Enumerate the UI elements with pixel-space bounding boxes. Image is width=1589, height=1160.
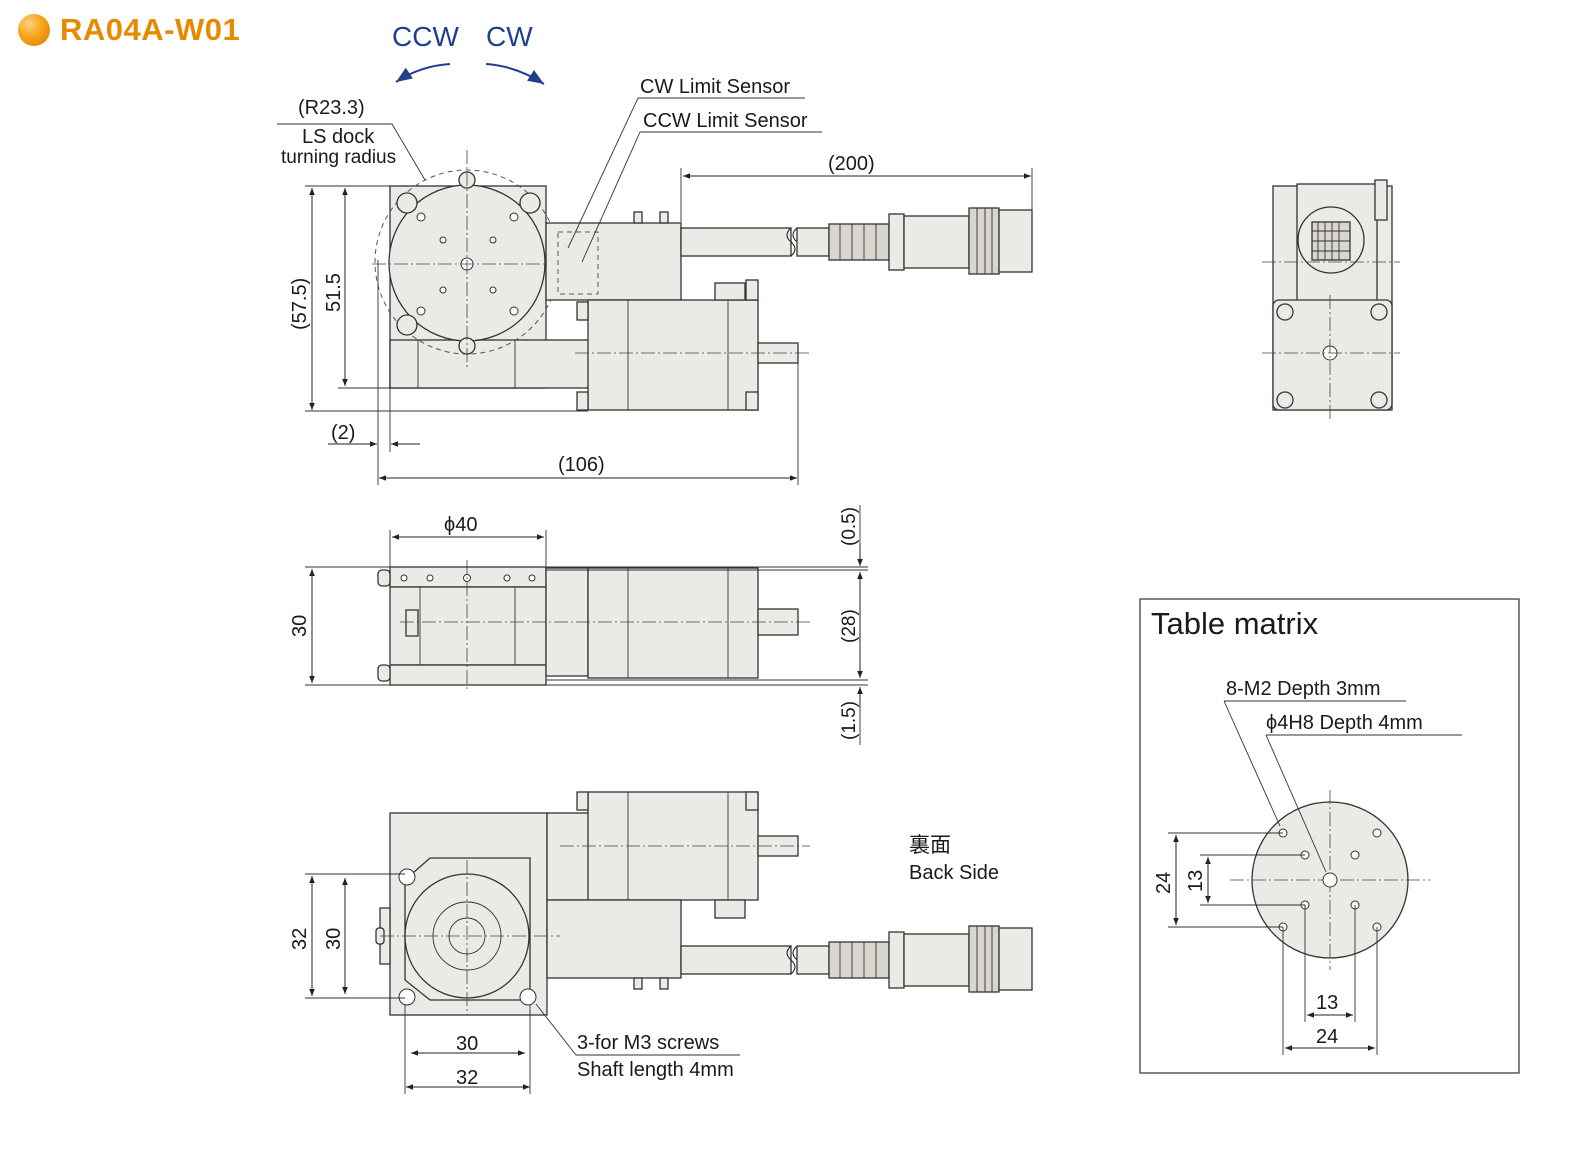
radius-label: (R23.3) bbox=[298, 97, 365, 119]
shaft-length-note: Shaft length 4mm bbox=[577, 1059, 734, 1081]
dim-bottom-v-outer: 32 bbox=[289, 928, 311, 950]
pin-note: ϕ4H8 Depth 4mm bbox=[1266, 712, 1423, 734]
title-block: RA04A-W01 bbox=[18, 12, 240, 48]
limit-sensor-area bbox=[557, 231, 599, 295]
rotation-indicator: CCW CW bbox=[392, 21, 545, 85]
dim-height-outer: (57.5) bbox=[289, 278, 311, 330]
side-motor bbox=[587, 567, 759, 679]
dim-side-height: 30 bbox=[289, 615, 311, 637]
table-matrix-panel: Table matrix 8-M2 Depth 3mm bbox=[1139, 598, 1520, 1074]
dim-bottom-gap: (1.5) bbox=[839, 701, 860, 740]
dim-table-diameter: ϕ40 bbox=[444, 514, 477, 536]
orange-ball-icon bbox=[18, 14, 50, 46]
ls-dock-label: LS dock bbox=[302, 126, 375, 148]
ccw-sensor-label: CCW Limit Sensor bbox=[643, 110, 808, 132]
cw-sensor-label: CW Limit Sensor bbox=[640, 76, 790, 98]
turning-radius-label: turning radius bbox=[281, 147, 396, 168]
connector-body bbox=[903, 215, 970, 269]
side-holes bbox=[400, 574, 536, 582]
top-view: (R23.3) LS dock turning radius CW Limit … bbox=[277, 76, 1033, 485]
ccw-arrow-icon bbox=[395, 63, 451, 83]
dim-height-inner: 51.5 bbox=[323, 273, 345, 312]
dim-matrix-h-outer: 24 bbox=[1316, 1026, 1338, 1048]
cw-label: CW bbox=[486, 21, 533, 52]
ccw-label: CCW bbox=[392, 21, 459, 52]
end-view bbox=[1262, 179, 1400, 420]
side-view-dimensions bbox=[305, 505, 868, 745]
dim-bottom-h-inner: 30 bbox=[456, 1033, 478, 1055]
back-side-label-jp: 裏面 bbox=[909, 834, 951, 857]
bottom-view: 32 30 30 32 3-for M3 screws Shaft length… bbox=[289, 791, 1033, 1094]
dim-overall-length: (106) bbox=[558, 454, 605, 476]
connector-grip bbox=[828, 223, 890, 261]
tap-note: 8-M2 Depth 3mm bbox=[1226, 678, 1381, 700]
dim-bottom-v-inner: 30 bbox=[323, 928, 345, 950]
dim-matrix-v-outer: 24 bbox=[1153, 872, 1175, 894]
model-title: RA04A-W01 bbox=[60, 12, 241, 47]
bottom-sensor-housing bbox=[546, 899, 682, 979]
matrix-dimensions bbox=[1168, 700, 1462, 1055]
sensor-housing bbox=[545, 222, 682, 301]
m3-screw-holes bbox=[398, 868, 537, 1006]
dim-bottom-h-outer: 32 bbox=[456, 1067, 478, 1089]
screw-note: 3-for M3 screws bbox=[577, 1032, 719, 1054]
lower-housing bbox=[389, 339, 591, 389]
dim-offset: (2) bbox=[331, 422, 355, 444]
dim-mid-height: (28) bbox=[839, 609, 860, 643]
table-matrix-title: Table matrix bbox=[1151, 606, 1319, 641]
dim-cable-length: (200) bbox=[828, 153, 875, 175]
bottom-view-dimensions bbox=[305, 873, 740, 1094]
dim-matrix-v-inner: 13 bbox=[1185, 870, 1207, 892]
dim-top-gap: (0.5) bbox=[839, 507, 860, 546]
dim-matrix-h-inner: 13 bbox=[1316, 992, 1338, 1014]
top-view-dimensions bbox=[277, 97, 1033, 485]
back-side-label: Back Side bbox=[909, 862, 999, 884]
cw-arrow-icon bbox=[485, 63, 545, 85]
side-view: ϕ40 30 (0.5) (28) (1.5) bbox=[289, 505, 868, 745]
cable bbox=[680, 227, 792, 257]
matrix-holes bbox=[1278, 828, 1382, 932]
motor-body bbox=[587, 299, 759, 411]
